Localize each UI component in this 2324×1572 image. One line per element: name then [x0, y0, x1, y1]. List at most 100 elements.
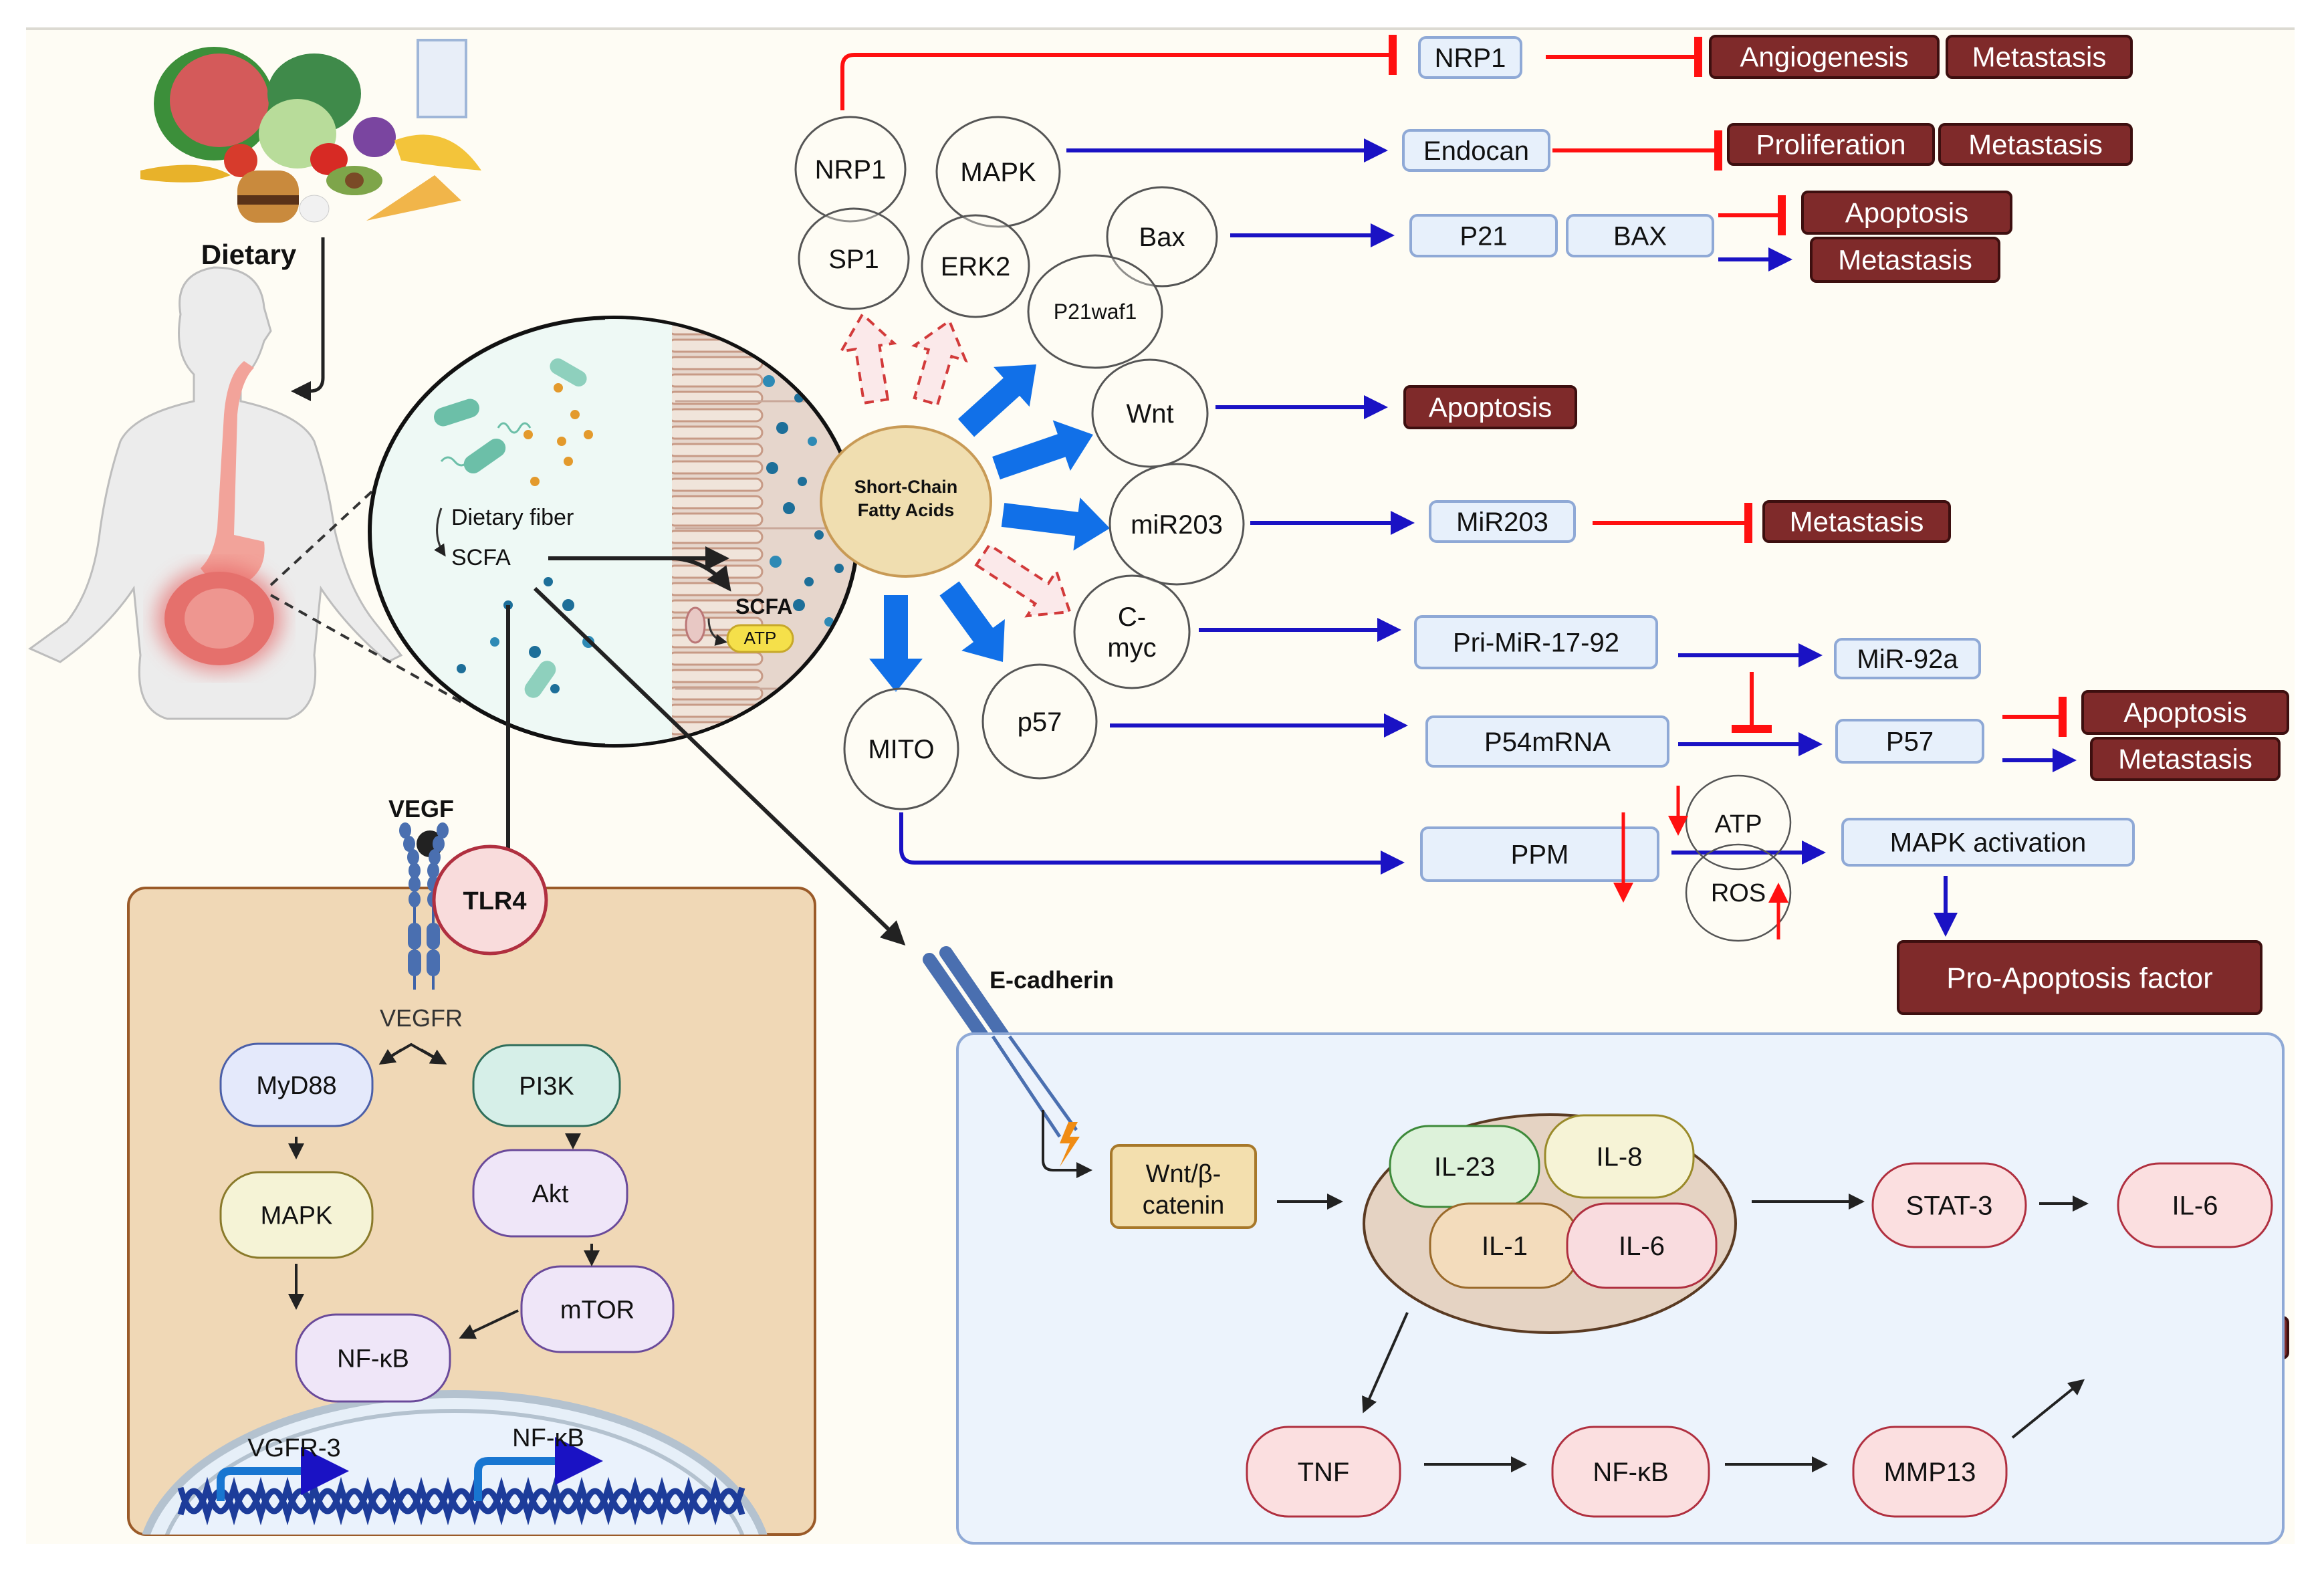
- vgfr3-transcription-arrow: [217, 1447, 349, 1501]
- dietary-intake-arrow: [291, 237, 325, 401]
- mediator-label: Endocan: [1423, 136, 1529, 166]
- mediator-label: P54mRNA: [1484, 727, 1611, 757]
- scfa-hub-line2: Fatty Acids: [858, 500, 955, 520]
- milk-carton-icon: [417, 39, 467, 118]
- inflammation-node-tnf[interactable]: [1246, 1426, 1401, 1518]
- outcome-label: Apoptosis: [1429, 392, 1552, 423]
- target-label: NRP1: [815, 155, 887, 185]
- dietary-fiber-label: Dietary fiber: [451, 505, 574, 530]
- mediator-label: NRP1: [1435, 43, 1506, 73]
- scfa-hub-line1: Short-Chain: [854, 477, 958, 497]
- ecadherin-label: E-cadherin: [990, 966, 1114, 994]
- atp-production-arrow: [707, 618, 727, 646]
- mediator-mir203b[interactable]: [1429, 500, 1576, 543]
- outcome-label: Metastasis: [1972, 41, 2107, 73]
- target-label: C-myc: [1107, 602, 1156, 663]
- mediator-p21b[interactable]: [1409, 214, 1558, 257]
- cytokine-label: IL-6: [1619, 1232, 1665, 1261]
- target-label: MITO: [868, 735, 934, 764]
- inflammation-node-label: STAT-3: [1906, 1192, 1993, 1221]
- target-mapkc[interactable]: [935, 116, 1061, 228]
- mediator-label: Pri-MiR-17-92: [1453, 629, 1619, 658]
- ros-label: ROS: [1711, 879, 1766, 907]
- tlr4-node-pi3k[interactable]: [472, 1044, 621, 1127]
- arrow-mito: [869, 595, 923, 692]
- target-nrp1c[interactable]: [794, 116, 907, 223]
- mediator-mir92a[interactable]: [1834, 638, 1981, 679]
- target-mitoc[interactable]: [843, 687, 959, 810]
- target-erk2c[interactable]: [921, 214, 1030, 318]
- outcome-o_apop2[interactable]: [1403, 385, 1577, 429]
- inflammation-node-label: NF-κB: [1593, 1458, 1668, 1487]
- outcome-o_meta4[interactable]: [1762, 500, 1951, 543]
- target-cmycc[interactable]: [1073, 574, 1191, 689]
- outcome-o_apop1[interactable]: [1801, 191, 2012, 235]
- mediator-baxb[interactable]: [1566, 214, 1714, 257]
- outcome-o_prolif[interactable]: [1727, 123, 1935, 166]
- inflammation-node-stat3[interactable]: [1871, 1162, 2027, 1248]
- target-label: Wnt: [1126, 399, 1173, 429]
- target-label: p57: [1018, 707, 1062, 737]
- mediator-label: P21: [1460, 222, 1507, 251]
- ecadherin-signal-arrow: [1042, 1110, 1092, 1178]
- pizza-icon: [366, 175, 461, 221]
- mediator-primir[interactable]: [1414, 615, 1658, 669]
- tlr4-node-akt[interactable]: [472, 1149, 628, 1238]
- outcome-o_apop3[interactable]: [2081, 690, 2289, 735]
- dashed-arrow-sp1: [838, 312, 897, 405]
- grapes-icon: [353, 117, 396, 157]
- outcome-label: Proliferation: [1756, 129, 1905, 160]
- wnt-catenin-box[interactable]: [1110, 1144, 1257, 1229]
- mediator-p57b[interactable]: [1835, 719, 1984, 764]
- cytokine-il6a[interactable]: [1566, 1202, 1718, 1289]
- mediator-label: MAPK activation: [1890, 828, 2086, 858]
- dashed-arrow-cmyc: [974, 543, 1072, 618]
- outcome-o_proapop[interactable]: [1897, 940, 2262, 1015]
- pepper-icon: [310, 143, 348, 175]
- target-p21waf1c[interactable]: [1027, 254, 1163, 369]
- inflammation-node-il6b[interactable]: [2117, 1162, 2273, 1248]
- target-wntc[interactable]: [1091, 358, 1209, 468]
- target-p57c[interactable]: [981, 663, 1098, 780]
- outcome-o_angio[interactable]: [1709, 35, 1940, 79]
- outcome-o_meta1[interactable]: [1946, 35, 2133, 79]
- dna-helix-icon: [177, 1437, 745, 1526]
- outcome-o_meta5[interactable]: [2090, 737, 2281, 781]
- mediator-ppm[interactable]: [1420, 826, 1659, 882]
- tlr4-node-mtor[interactable]: [520, 1265, 675, 1353]
- scfa-lumen-label: SCFA: [451, 545, 511, 570]
- outcome-o_meta2[interactable]: [1938, 123, 2133, 166]
- target-mir203c[interactable]: [1109, 463, 1245, 586]
- tlr4-node-mapk2[interactable]: [219, 1171, 374, 1259]
- cytokine-il8[interactable]: [1544, 1114, 1695, 1199]
- fermentation-arrow: [434, 508, 446, 557]
- inflammation-node-label: TNF: [1298, 1458, 1350, 1487]
- mediator-mapkact[interactable]: [1841, 818, 2135, 867]
- mediator-nrp1b[interactable]: [1418, 36, 1522, 79]
- scfa-uptake-arrow: [675, 556, 731, 592]
- mediator-p54[interactable]: [1425, 715, 1669, 768]
- tlr4-node-nfkb1[interactable]: [295, 1313, 451, 1403]
- tlr4-node-myd88[interactable]: [219, 1042, 374, 1127]
- target-label: MAPK: [960, 158, 1036, 187]
- tlr4-label: TLR4: [463, 887, 527, 915]
- target-sp1c[interactable]: [798, 207, 910, 310]
- arrow-p21waf1: [957, 364, 1036, 437]
- mediator-endocan[interactable]: [1402, 129, 1550, 172]
- food-illustration: [140, 39, 481, 223]
- inflammation-node-nfkb2[interactable]: [1551, 1426, 1710, 1518]
- mmp13-to-inflammation-arrow: [2011, 1379, 2085, 1439]
- inflammation-node-mmp13[interactable]: [1852, 1426, 2008, 1518]
- tlr4-node-label: MAPK: [261, 1202, 333, 1230]
- tlr4-receptor[interactable]: [432, 845, 548, 956]
- target-baxc[interactable]: [1106, 186, 1218, 288]
- outcome-o_meta3[interactable]: [1810, 237, 2000, 283]
- bananas-icon: [394, 134, 481, 171]
- mediator-label: MiR203: [1456, 508, 1548, 537]
- scfa-hub[interactable]: [820, 425, 992, 578]
- tlr4-cascade-arrow: [459, 1309, 519, 1339]
- mediator-label: BAX: [1613, 222, 1667, 251]
